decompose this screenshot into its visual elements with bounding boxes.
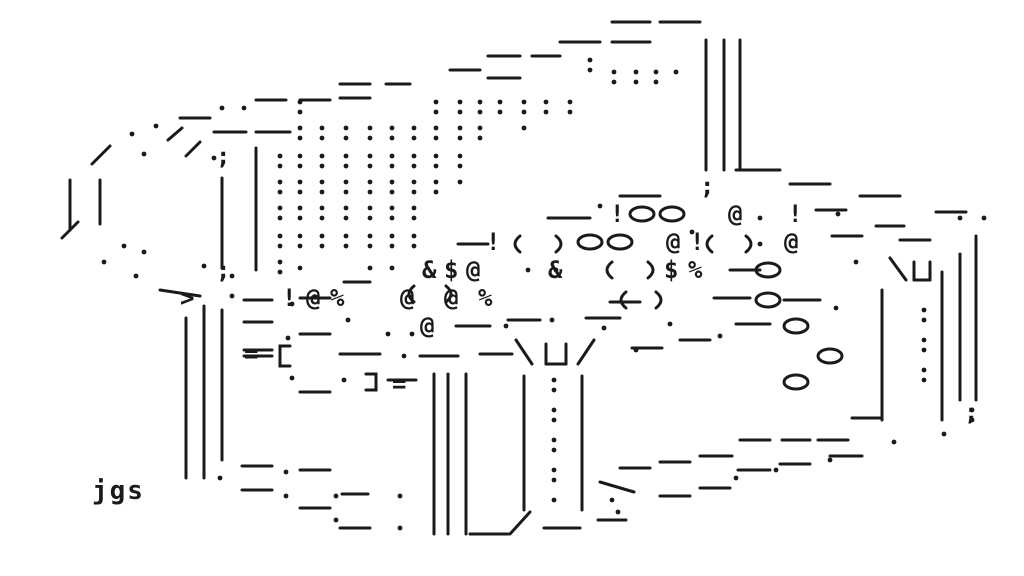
dot-grid-rows — [101, 57, 987, 531]
ascii-symbol-glyphs: ! @ ! ! @ ! @ & $ @ & $ % ! @ % @ @ % @ — [180, 142, 978, 426]
glyph-at-4: @ — [466, 256, 480, 284]
glyph-bang-3: ! — [486, 228, 500, 256]
glyph-bang-4: ! — [690, 228, 704, 256]
glyph-semicolon-3: ; — [216, 142, 230, 170]
left-handle-curve — [60, 126, 202, 298]
right-side-walls — [598, 234, 978, 498]
glyph-at-2: @ — [666, 228, 680, 256]
glyph-at-5: @ — [306, 284, 320, 312]
dot-grid — [101, 57, 987, 531]
chimney-pipe — [610, 20, 742, 172]
glyph-at-8: @ — [420, 312, 434, 340]
right-upper-rim — [456, 168, 968, 246]
glyph-percent-3: % — [478, 284, 493, 312]
front-box-edges — [240, 298, 460, 530]
center-pillars — [432, 372, 628, 536]
glyph-semicolon-4: ; — [700, 172, 714, 200]
glyph-at-7: @ — [444, 284, 458, 312]
glyph-ampersand-1: & — [422, 256, 437, 284]
glyph-bang-5: ! — [282, 284, 296, 312]
glyph-equals-1: = — [244, 340, 258, 368]
glyph-dollar-2: $ — [664, 256, 678, 284]
glyph-semicolon-1: ; — [964, 398, 978, 426]
glyph-semicolon-2: ; — [216, 256, 230, 284]
glyph-at-1: @ — [728, 200, 742, 228]
lid-top-edge — [178, 40, 652, 134]
glyph-equals-2: = — [392, 370, 406, 398]
glyph-percent-1: % — [688, 256, 703, 284]
rivet-circles — [576, 205, 844, 391]
glyph-bang-2: ! — [788, 200, 802, 228]
spout-u — [514, 256, 932, 366]
brackets — [278, 234, 753, 392]
artist-signature: jgs — [92, 476, 145, 506]
glyph-gt-1: > — [180, 284, 194, 312]
glyph-at-6: @ — [400, 284, 414, 312]
glyph-dollar-1: $ — [444, 256, 458, 284]
front-left-walls — [184, 146, 258, 480]
glyph-at-3: @ — [784, 228, 798, 256]
glyph-bang-1: ! — [610, 200, 624, 228]
glyph-percent-2: % — [330, 284, 345, 312]
glyph-ampersand-2: & — [548, 256, 563, 284]
